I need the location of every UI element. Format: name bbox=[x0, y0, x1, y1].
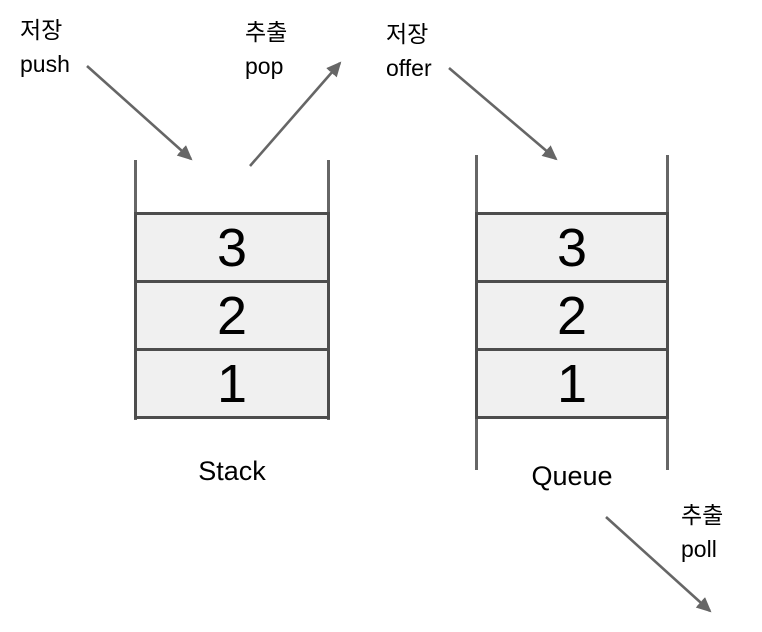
stack-item: 2 bbox=[134, 280, 330, 351]
push-label-method: push bbox=[20, 51, 70, 77]
offer-arrow-icon bbox=[448, 67, 558, 161]
push-arrow-icon bbox=[86, 65, 193, 161]
pop-label: 추출 pop bbox=[245, 15, 287, 83]
pop-label-method: pop bbox=[245, 53, 284, 79]
pop-label-korean: 추출 bbox=[245, 19, 288, 45]
stack-item-value: 2 bbox=[216, 285, 248, 346]
stack-label: Stack bbox=[198, 456, 266, 486]
poll-label-method: poll bbox=[681, 536, 717, 562]
queue-item: 1 bbox=[475, 348, 669, 419]
queue-item: 2 bbox=[475, 280, 669, 351]
stack-boxes: 3 2 1 bbox=[134, 212, 330, 419]
queue-boxes: 3 2 1 bbox=[475, 212, 669, 419]
queue-label: Queue bbox=[531, 461, 613, 491]
stack-item-value: 3 bbox=[216, 217, 248, 278]
poll-label-korean: 추출 bbox=[681, 502, 724, 528]
queue-item-value: 3 bbox=[556, 217, 588, 278]
stack-item: 1 bbox=[134, 348, 330, 419]
offer-label: 저장 offer bbox=[386, 17, 432, 85]
queue-item: 3 bbox=[475, 212, 669, 283]
stack-item: 3 bbox=[134, 212, 330, 283]
push-label-korean: 저장 bbox=[20, 17, 63, 43]
poll-label: 추출 poll bbox=[681, 498, 723, 566]
offer-label-korean: 저장 bbox=[386, 21, 429, 47]
queue-item-value: 1 bbox=[556, 353, 588, 414]
stack-item-value: 1 bbox=[216, 353, 248, 414]
push-label: 저장 push bbox=[20, 13, 70, 81]
offer-label-method: offer bbox=[386, 55, 432, 81]
queue-item-value: 2 bbox=[556, 285, 588, 346]
